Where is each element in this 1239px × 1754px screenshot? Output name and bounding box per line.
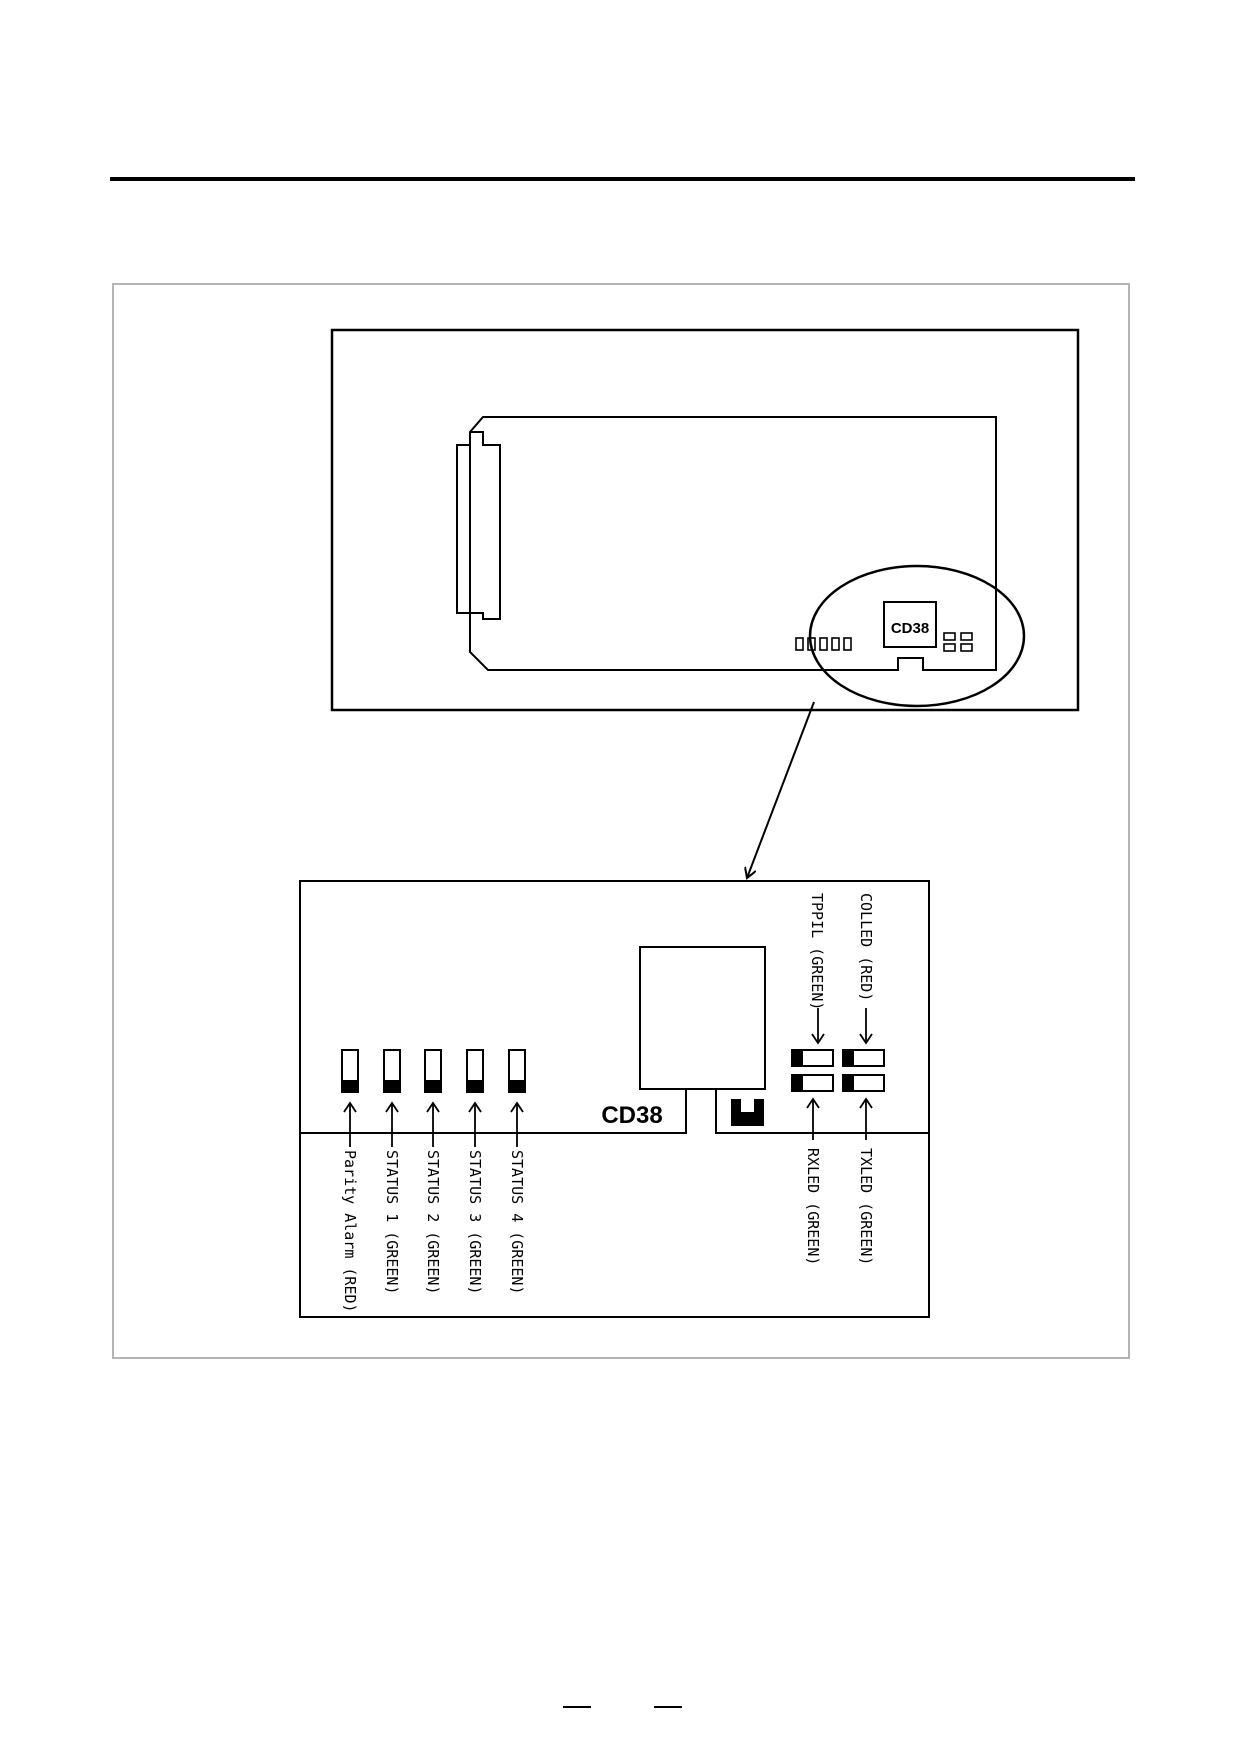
arrow-rxled: [806, 1097, 820, 1140]
label-tppil: TPPIL (GREEN): [808, 893, 826, 1010]
label-parity-alarm: Parity Alarm (RED): [341, 1150, 359, 1313]
label-status-2: STATUS 2 (GREEN): [424, 1150, 442, 1295]
label-status-4: STATUS 4 (GREEN): [508, 1150, 526, 1295]
figure-frame: [112, 283, 1130, 1359]
label-rxled: RXLED (GREEN): [804, 1148, 822, 1265]
detail-cd38-connector: [639, 946, 766, 1090]
overview-network-leds: [943, 632, 973, 652]
detail-frame: [299, 880, 930, 1318]
detail-board-edge: [300, 1089, 929, 1134]
arrow-txled: [859, 1097, 873, 1140]
overview-cd38-connector: [883, 601, 937, 648]
footer-dash-right: [654, 1706, 682, 1708]
arrow-tppil: [811, 1008, 825, 1045]
overview-cd38-label: CD38: [891, 620, 929, 637]
status-led-4: [508, 1049, 526, 1147]
overview-led-row: [795, 637, 852, 651]
status-led-1: [383, 1049, 401, 1147]
led-tppil: [791, 1049, 834, 1067]
highlight-ellipse: [808, 564, 1026, 708]
status-led-2: [424, 1049, 442, 1147]
status-led-parity: [341, 1049, 359, 1147]
led-rxled: [791, 1074, 834, 1092]
label-colled: COLLED (RED): [857, 893, 875, 1001]
header-rule: [110, 177, 1135, 181]
label-status-3: STATUS 3 (GREEN): [466, 1150, 484, 1295]
footer-dash-left: [563, 1706, 591, 1708]
detail-jumper: [731, 1099, 764, 1126]
led-colled: [842, 1049, 885, 1067]
led-txled: [842, 1074, 885, 1092]
label-txled: TXLED (GREEN): [857, 1148, 875, 1265]
label-status-1: STATUS 1 (GREEN): [383, 1150, 401, 1295]
arrow-colled: [859, 1008, 873, 1045]
overview-edge-connector: [456, 431, 501, 620]
overview-pcb-outline: [469, 416, 997, 671]
zoom-arrow: [747, 701, 815, 878]
overview-enclosure: [330, 328, 1080, 712]
status-led-3: [466, 1049, 484, 1147]
detail-cd38-label: CD38: [601, 1102, 662, 1129]
